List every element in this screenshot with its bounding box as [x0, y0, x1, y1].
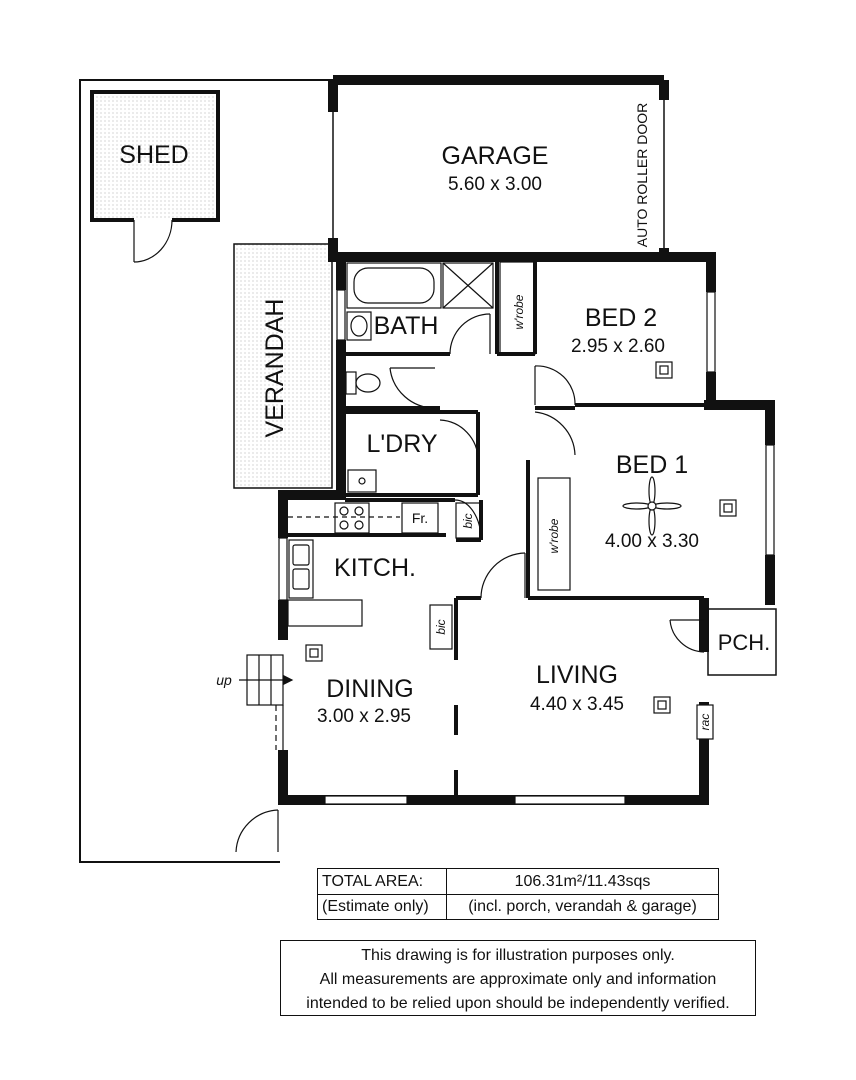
rac-label: rac	[698, 714, 712, 731]
living-size: 4.40 x 3.45	[530, 694, 624, 715]
ceiling-fan-icon	[622, 476, 682, 536]
dining-label: DINING	[326, 675, 414, 703]
total-area-note: (incl. porch, verandah & garage)	[468, 898, 697, 915]
estimate-only-label: (Estimate only)	[322, 898, 429, 915]
bath-label: BATH	[374, 312, 439, 340]
wardrobes	[499, 261, 571, 591]
disclaimer-line-2: All measurements are approximate only an…	[319, 971, 717, 988]
bed2-wardrobe-label: w'robe	[512, 294, 526, 329]
fridge-label: Fr.	[412, 510, 428, 526]
verandah-label: VERANDAH	[261, 299, 289, 438]
shower	[442, 262, 494, 309]
total-area-label: TOTAL AREA:	[322, 873, 424, 890]
total-area-value: 106.31m²/11.43sqs	[514, 873, 651, 890]
living-label: LIVING	[536, 661, 618, 689]
shed	[90, 90, 220, 263]
bed1-label: BED 1	[616, 451, 688, 479]
bed1-size: 4.00 x 3.30	[605, 531, 699, 552]
property-boundary	[79, 79, 333, 863]
basin	[346, 311, 372, 341]
porch-label: PCH.	[718, 630, 771, 655]
garage-label: GARAGE	[442, 142, 549, 170]
vent-icons	[305, 361, 737, 714]
disclaimer-box: This drawing is for illustration purpose…	[280, 940, 756, 1016]
up-label: up	[216, 672, 232, 688]
laundry-tub	[347, 469, 377, 493]
disclaimer-line-3: intended to be relied upon should be ind…	[306, 995, 730, 1012]
disclaimer-line-1: This drawing is for illustration purpose…	[361, 947, 675, 964]
door-swings	[235, 313, 705, 853]
dining-size: 3.00 x 2.95	[317, 706, 411, 727]
shed-label: SHED	[119, 141, 188, 169]
bed2-label: BED 2	[585, 304, 657, 332]
bed2-size: 2.95 x 2.60	[571, 336, 665, 357]
porch	[707, 608, 777, 676]
dining-bic-label: bic	[434, 619, 448, 634]
kitchen-bic-label: bic	[461, 513, 475, 528]
kitchen-bench	[287, 502, 481, 650]
garage-size: 5.60 x 3.00	[448, 174, 542, 195]
windows	[278, 289, 775, 805]
rac-unit	[696, 704, 714, 740]
verandah	[233, 243, 333, 489]
bed1-wardrobe-label: w'robe	[547, 518, 561, 553]
auto-roller-door-label: AUTO ROLLER DOOR	[634, 103, 650, 247]
entry-steps	[239, 654, 294, 750]
laundry-label: L'DRY	[366, 430, 437, 458]
toilet	[345, 371, 381, 395]
bathtub	[346, 262, 442, 309]
garage	[328, 75, 716, 262]
exterior-walls	[278, 257, 775, 805]
total-area-table: TOTAL AREA: (Estimate only) 106.31m²/11.…	[317, 868, 719, 920]
kitchen-label: KITCH.	[334, 554, 416, 582]
